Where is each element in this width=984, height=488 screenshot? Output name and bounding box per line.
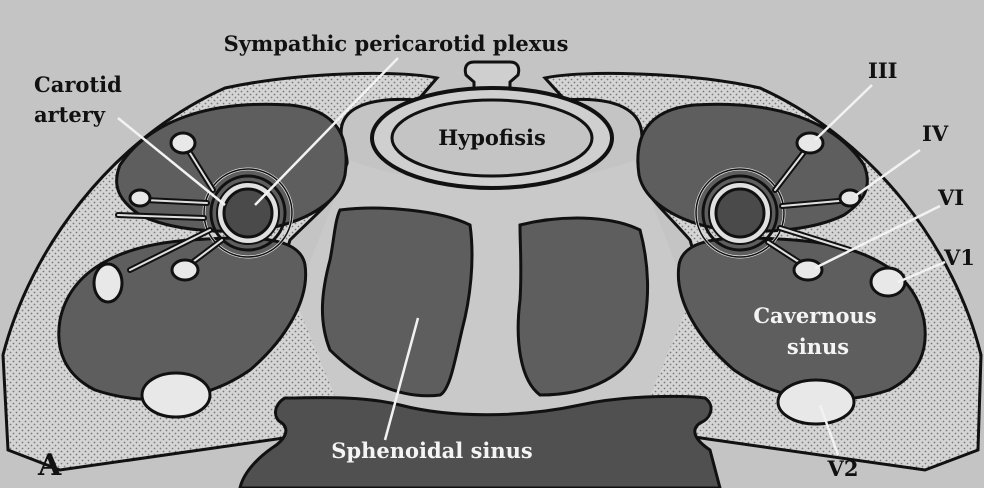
label-nerve-vi: VI [937, 185, 964, 210]
label-sympathic-plexus: Sympathic pericarotid plexus [224, 31, 569, 56]
label-cavernous: Cavernous [753, 303, 876, 328]
label-nerve-v1: V1 [943, 245, 975, 270]
nerve-iv [840, 190, 860, 206]
label-nerve-iii: III [868, 58, 897, 83]
label-sinus: sinus [787, 334, 849, 359]
label-nerve-v2: V2 [827, 456, 859, 481]
label-hypofisis: Hypofisis [438, 125, 546, 150]
label-nerve-iv: IV [922, 121, 949, 146]
label-carotid: Carotid [34, 72, 122, 97]
nerve-v2 [778, 380, 854, 424]
nerve-vi [794, 260, 822, 280]
label-sphenoidal-sinus: Sphenoidal sinus [331, 438, 532, 463]
panel-letter: A [37, 448, 62, 483]
label-artery: artery [34, 102, 106, 127]
